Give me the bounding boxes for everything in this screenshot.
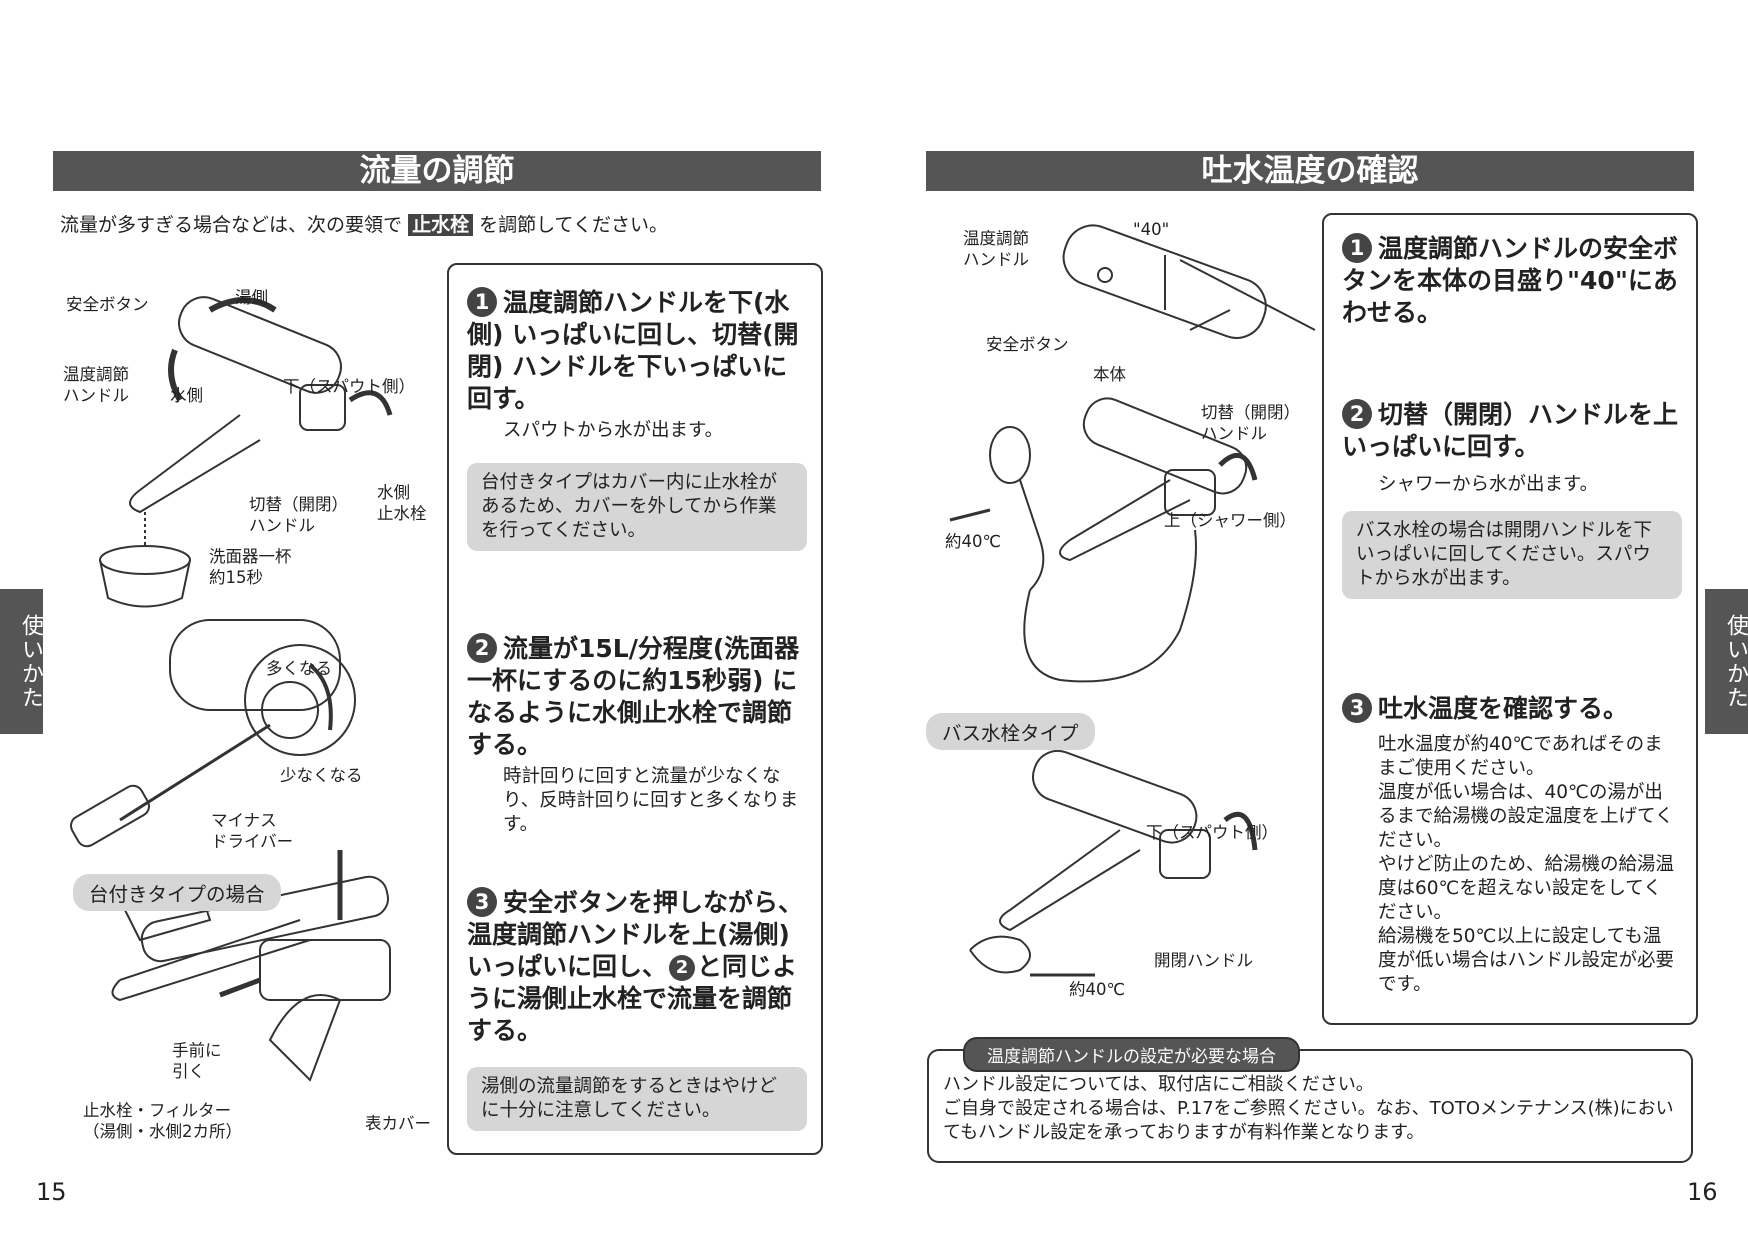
- left-step-1-note: 台付きタイプはカバー内に止水栓があるため、カバーを外してから作業を行ってください…: [467, 463, 807, 551]
- step-number: 1: [467, 287, 497, 317]
- label-open-handle: 開閉ハンドル: [1154, 951, 1253, 970]
- handle-setting-info-box: 温度調節ハンドルの設定が必要な場合 ハンドル設定については、取付店にご相談くださ…: [927, 1037, 1693, 1163]
- step-ref-number: 2: [669, 955, 696, 981]
- right-step-2-note: バス水栓の場合は開閉ハンドルを下いっぱいに回してください。スパウトから水が出ます…: [1342, 511, 1682, 599]
- label-hot-side: 湯側: [235, 288, 268, 307]
- step-title: 切替（開閉）ハンドルを上いっぱいに回す。: [1342, 400, 1679, 461]
- label-down-spout: 下（スパウト側）: [283, 377, 415, 396]
- faucet-illustrations-left: [70, 296, 393, 1082]
- right-section-title: 吐水温度の確認: [926, 151, 1694, 191]
- right-page-number: 16: [1687, 1178, 1718, 1206]
- label-water-valve: 水側 止水栓: [377, 483, 427, 523]
- step-number: 2: [467, 633, 497, 663]
- label-mark-40: "40": [1133, 220, 1170, 239]
- temp-handle-closeup-illustration: [1062, 224, 1316, 339]
- info-box-body: ハンドル設定については、取付店にご相談ください。 ご自身で設定される場合は、P.…: [943, 1073, 1678, 1145]
- left-side-tab: 使いかた: [0, 589, 43, 734]
- label-body: 本体: [1093, 365, 1126, 384]
- bath-faucet-illustration: [969, 749, 1258, 977]
- step-title: 流量が15L/分程度(洗面器一杯にするのに約15秒弱) になるように水側止水栓で…: [467, 634, 800, 759]
- step-title: 温度調節ハンドルの安全ボタンを本体の目盛り"40"にあわせる。: [1342, 234, 1679, 327]
- left-intro: 流量が多すぎる場合などは、次の要領で 止水栓 を調節してください。: [60, 210, 668, 237]
- label-pull: 手前に 引く: [172, 1041, 222, 1081]
- step-title-b: と同じように湯側止水栓で流量を調節する。: [467, 952, 798, 1045]
- label-temp-handle-r: 温度調節 ハンドル: [963, 229, 1029, 269]
- label-basin: 洗面器一杯 約15秒: [209, 547, 292, 587]
- step-number: 3: [1342, 693, 1372, 723]
- label-approx40-a: 約40℃: [945, 532, 1002, 551]
- left-page-number: 15: [36, 1178, 67, 1206]
- step-sub: 時計回りに回すと流量が少なくなり、反時計回りに回すと多くなります。: [503, 766, 799, 835]
- step-number: 1: [1342, 233, 1372, 263]
- deck-type-label: 台付きタイプの場合: [73, 874, 281, 911]
- step-title: 温度調節ハンドルを下(水側) いっぱいに回し、切替(開閉) ハンドルを下いっぱい…: [467, 288, 799, 413]
- label-safety-button-r: 安全ボタン: [986, 335, 1069, 354]
- right-side-tab: 使いかた: [1705, 589, 1748, 734]
- step-title-a: 安全ボタンを押しながら、温度調節ハンドルを上(湯側)いっぱいに回し、: [467, 888, 804, 981]
- step-sub: スパウトから水が出ます。: [503, 420, 724, 441]
- label-approx40-b: 約40℃: [1069, 980, 1126, 999]
- label-switch-handle: 切替（開閉） ハンドル: [249, 495, 348, 535]
- intro-text-after: を調節してください。: [479, 214, 668, 236]
- label-less: 少なくなる: [280, 766, 363, 785]
- label-cover: 表カバー: [365, 1114, 431, 1133]
- left-section-title: 流量の調節: [53, 151, 821, 191]
- label-down-spout-r: 下（スパウト側）: [1146, 823, 1278, 842]
- step-sub: 吐水温度が約40℃であればそのままご使用ください。 温度が低い場合は、40℃の湯…: [1378, 734, 1675, 995]
- step-sub: シャワーから水が出ます。: [1378, 474, 1599, 495]
- bath-type-label: バス水栓タイプ: [926, 713, 1095, 750]
- left-step-3-note: 湯側の流量調節をするときはやけどに十分に注意してください。: [467, 1067, 807, 1131]
- faucet-illustrations-right: [949, 224, 1316, 977]
- step-title: 吐水温度を確認する。: [1378, 694, 1629, 723]
- label-temp-handle: 温度調節 ハンドル: [63, 365, 129, 405]
- shower-faucet-illustration: [949, 397, 1258, 683]
- info-line-1: ハンドル設定については、取付店にご相談ください。: [943, 1074, 1374, 1095]
- label-more: 多くなる: [266, 659, 332, 678]
- intro-highlight: 止水栓: [408, 214, 474, 236]
- label-water-side: 水側: [170, 386, 203, 405]
- info-line-2: ご自身で設定される場合は、P.17をご参照ください。なお、TOTOメンテナンス(…: [943, 1098, 1674, 1143]
- label-up-shower: 上（シャワー側）: [1164, 511, 1296, 530]
- wall-faucet-illustration: [99, 296, 393, 608]
- label-safety-button: 安全ボタン: [66, 295, 149, 314]
- label-driver: マイナス ドライバー: [211, 811, 294, 851]
- intro-text-before: 流量が多すぎる場合などは、次の要領で: [60, 214, 403, 236]
- step-number: 2: [1342, 399, 1372, 429]
- label-valve-filter: 止水栓・フィルター （湯側・水側2カ所）: [83, 1101, 242, 1141]
- valve-closeup-illustration: [70, 619, 356, 848]
- info-box-header: 温度調節ハンドルの設定が必要な場合: [963, 1037, 1300, 1072]
- step-number: 3: [467, 887, 497, 917]
- label-switch-handle-r: 切替（開閉） ハンドル: [1201, 403, 1300, 443]
